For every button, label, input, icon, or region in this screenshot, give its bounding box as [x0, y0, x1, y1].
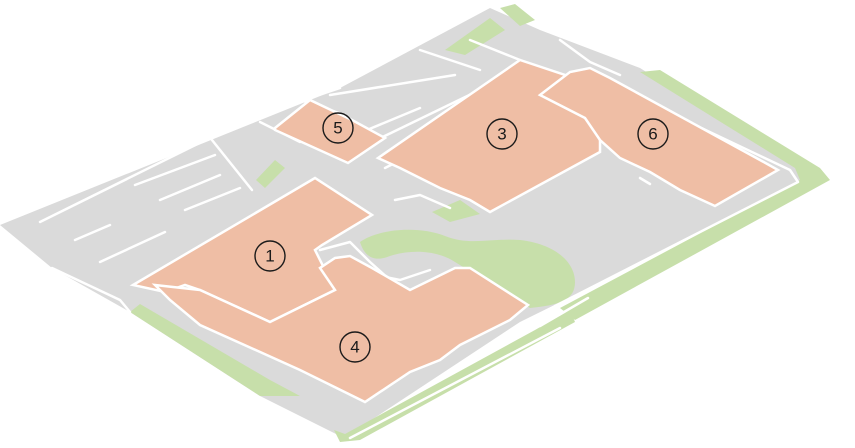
grass-southwest-edge [130, 304, 300, 396]
marker-label-4: 4 [350, 338, 359, 357]
marker-building-5[interactable]: 5 [322, 112, 354, 144]
marker-label-5: 5 [333, 119, 342, 138]
marker-label-6: 6 [648, 125, 657, 144]
building-6[interactable] [537, 66, 781, 208]
marker-building-1[interactable]: 1 [254, 240, 286, 272]
grass-small-patch [256, 160, 285, 188]
marker-building-6[interactable]: 6 [637, 118, 669, 150]
building-4[interactable] [151, 254, 531, 404]
grass-north-edge [500, 4, 535, 26]
marker-building-3[interactable]: 3 [486, 118, 518, 150]
building-5[interactable] [273, 98, 388, 165]
grass-north-corner [445, 18, 505, 55]
marker-label-3: 3 [497, 125, 506, 144]
grass-southeast-edge [334, 310, 575, 442]
marker-label-1: 1 [265, 247, 274, 266]
marker-building-4[interactable]: 4 [339, 331, 371, 363]
grass-east-edge [560, 70, 830, 320]
grass-entrance-patch [432, 200, 480, 222]
